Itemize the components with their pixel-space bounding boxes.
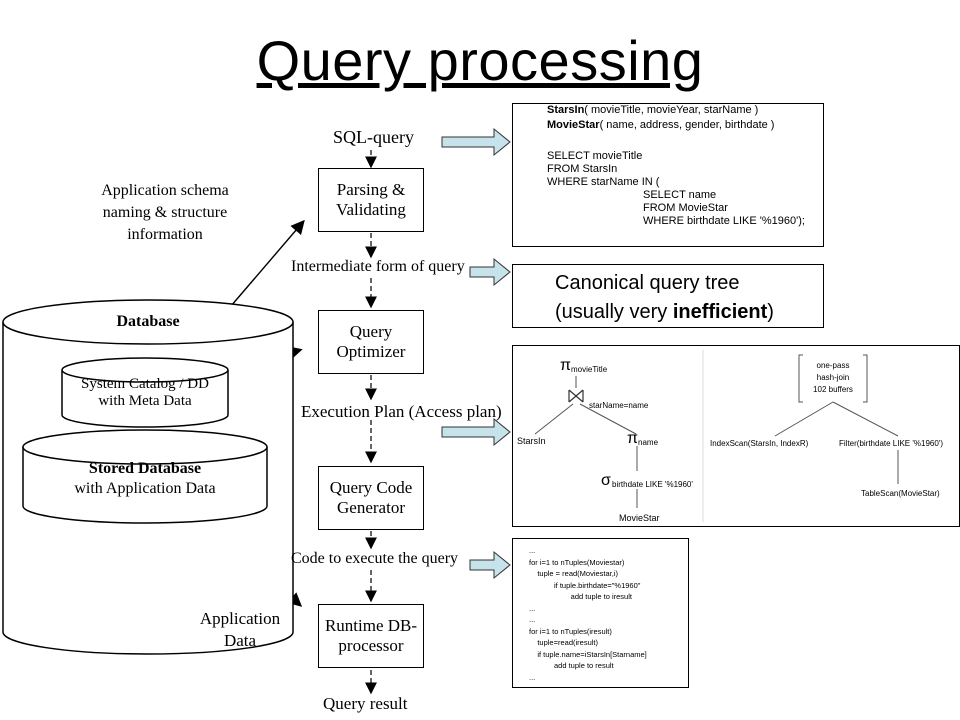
- execution-plan-label: Execution Plan (Access plan): [301, 402, 502, 421]
- code-line: ...: [529, 615, 536, 624]
- moviestar-label: MovieStar: [619, 513, 660, 523]
- code-line: tuple = read(Moviestar,i): [529, 569, 618, 578]
- canonical-line1: Canonical query tree: [555, 272, 740, 294]
- stored-db-label: Stored Database with Application Data: [74, 460, 216, 497]
- code-line: add tuple to iresult: [529, 592, 632, 601]
- stored-cylinder: [22, 429, 268, 524]
- code-line: ...: [529, 546, 536, 555]
- block-arrow-plan: [441, 417, 511, 447]
- query-result-label: Query result: [323, 694, 408, 713]
- plan-panel: π movieTitle starName=name StarsIn π nam…: [512, 345, 960, 527]
- block-arrow-canonical: [469, 257, 511, 287]
- block-arrow-code: [469, 550, 511, 580]
- canonical-panel: Canonical query tree (usually very ineff…: [512, 264, 824, 328]
- code-line: ...: [529, 672, 536, 682]
- pi-top-label: movieTitle: [571, 365, 608, 374]
- plan-left-label: IndexScan(StarsIn, IndexR): [710, 439, 809, 448]
- parsing-box: Parsing &Validating: [318, 168, 424, 232]
- starsin-label: StarsIn: [517, 436, 546, 446]
- app-data-label: Application Data: [199, 609, 281, 650]
- plan-root-line2: hash-join: [817, 373, 849, 382]
- code-line: for i=1 to nTuples(iresult): [529, 626, 612, 636]
- sigma-label: birthdate LIKE '%1960': [612, 480, 693, 489]
- sql-panel: StarsIn( movieTitle, movieYear, starName…: [512, 103, 824, 247]
- intermediate-label: Intermediate form of query: [291, 258, 465, 275]
- query-tree: π movieTitle starName=name StarsIn π nam…: [517, 350, 943, 523]
- join-cond-label: starName=name: [589, 401, 649, 410]
- database-label: Database: [116, 313, 180, 330]
- runtime-box: Runtime DB-processor: [318, 604, 424, 668]
- pi-top-icon: π: [560, 357, 571, 374]
- catalog-cylinder: [61, 357, 229, 428]
- canonical-line2: (usually very inefficient): [555, 301, 774, 323]
- plan-bottom-label: TableScan(MovieStar): [861, 489, 940, 498]
- plan-right-label: Filter(birthdate LIKE '%1960'): [839, 439, 943, 448]
- code-exec-label: Code to execute the query: [291, 550, 459, 567]
- sigma-icon: σ: [601, 472, 611, 489]
- plan-root-line1: one-pass: [817, 361, 850, 370]
- code-line: if tuple.name=iStarsIn[Starname]: [529, 649, 647, 659]
- schema-info-label: Application schema naming & structure in…: [101, 182, 229, 243]
- code-lines: ... for i=1 to nTuples(Moviestar) tuple =…: [529, 545, 647, 683]
- pi-name-label: name: [638, 438, 659, 447]
- code-line: add tuple to result: [529, 661, 614, 670]
- block-arrow-sql: [441, 127, 511, 157]
- code-line: ...: [529, 603, 536, 613]
- plan-root-line3: 102 buffers: [813, 385, 853, 394]
- sql-query-label: SQL-query: [333, 127, 414, 147]
- pi-name-icon: π: [627, 430, 638, 447]
- page-title: Query processing: [256, 29, 704, 92]
- code-line: tuple=read(iresult): [529, 638, 598, 647]
- catalog-label: System Catalog / DD with Meta Data: [81, 376, 209, 409]
- code-panel: ... for i=1 to nTuples(Moviestar) tuple =…: [512, 538, 689, 688]
- code-line: for i=1 to nTuples(Moviestar): [529, 557, 625, 567]
- code-line: if tuple.birthdate="%1960": [529, 580, 641, 590]
